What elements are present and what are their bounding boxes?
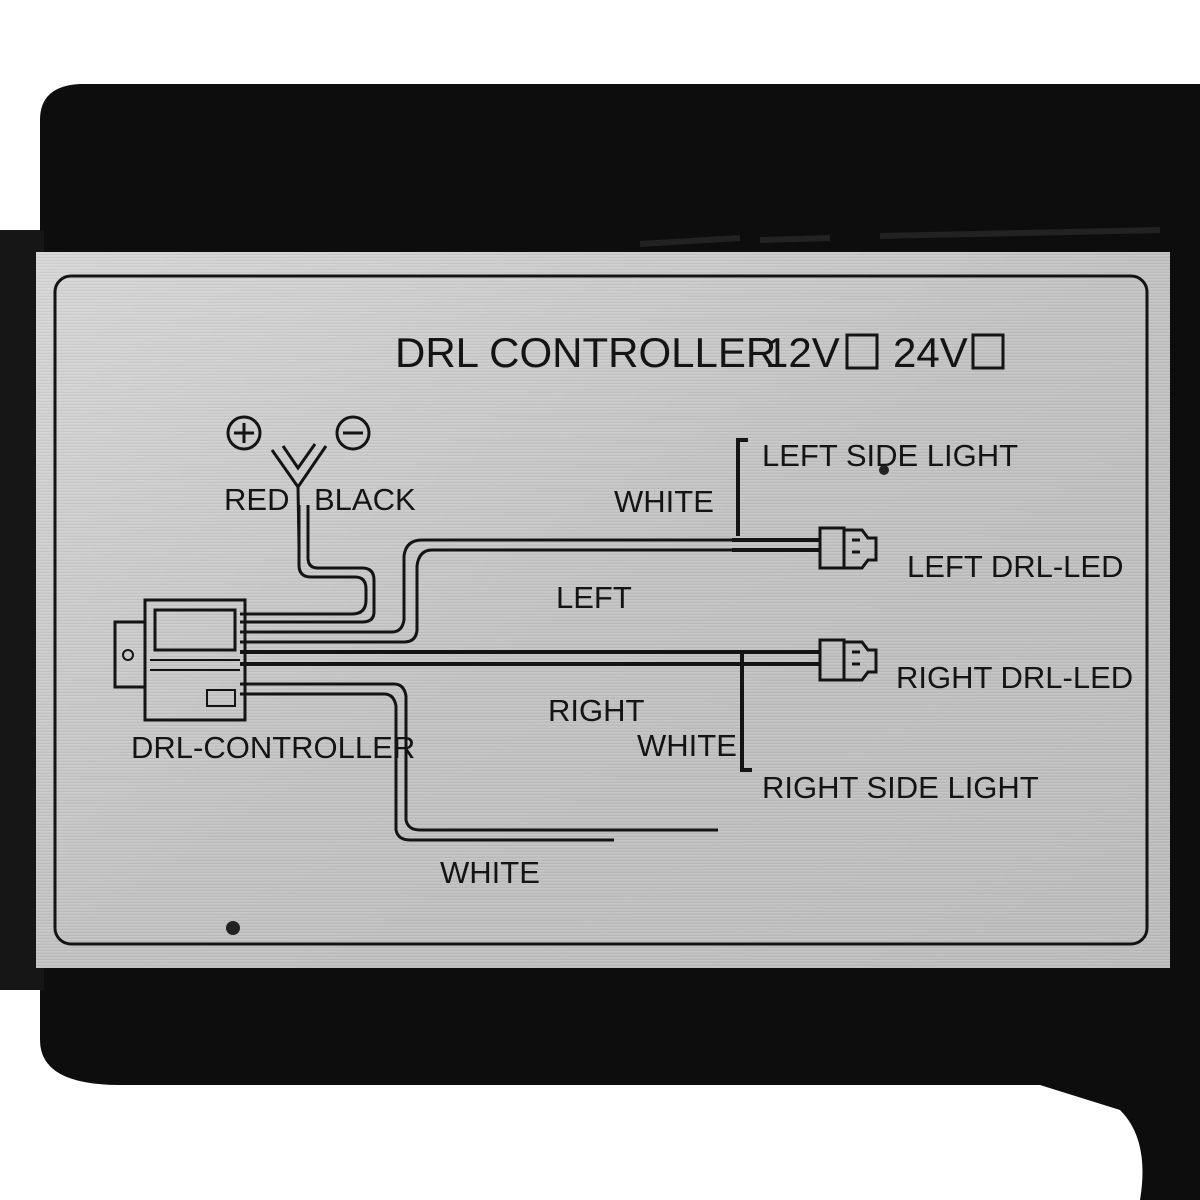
checkbox-12v (845, 333, 879, 370)
bottom-white-label: WHITE (440, 855, 540, 890)
controller-box (113, 598, 247, 722)
red-label: RED (224, 482, 289, 517)
left-wire-label: LEFT (556, 580, 632, 615)
right-drl-connector-icon (818, 638, 878, 682)
plate-rivet-bottom (226, 921, 240, 935)
black-label: BLACK (314, 482, 416, 517)
right-wire-label: RIGHT (548, 693, 645, 728)
plate-rivet-top (879, 465, 889, 475)
left-drl-led-label: LEFT DRL-LED (907, 549, 1124, 584)
right-drl-led-label: RIGHT DRL-LED (896, 660, 1133, 695)
bottom-white-wire-inner (240, 692, 614, 842)
right-side-light-label: RIGHT SIDE LIGHT (762, 770, 1039, 805)
housing-embossed-text-top (639, 227, 1161, 247)
left-side-light-label: LEFT SIDE LIGHT (762, 438, 1018, 473)
left-wire-inner (240, 548, 732, 644)
title-24v: 24V (893, 329, 968, 376)
right-wire (240, 650, 820, 666)
right-white-label: WHITE (637, 728, 737, 763)
minus-icon (335, 415, 371, 451)
power-wire-inner (240, 505, 376, 624)
left-side-light-wire (736, 438, 748, 536)
left-drl-connector-icon (818, 526, 878, 570)
controller-label: DRL-CONTROLLER (131, 730, 415, 765)
title-12v: 12V (765, 329, 840, 376)
checkbox-24v (971, 333, 1005, 370)
plus-icon (226, 415, 262, 451)
power-wire (240, 505, 368, 616)
bottom-white-wire (240, 682, 718, 832)
controller-badge (206, 689, 236, 707)
label-plate-border (53, 274, 1149, 946)
left-drl-lead (732, 538, 820, 552)
left-white-label: WHITE (614, 484, 714, 519)
left-wire (240, 538, 732, 634)
title-text: DRL CONTROLLER (395, 329, 776, 376)
right-side-light-wire (740, 652, 752, 772)
